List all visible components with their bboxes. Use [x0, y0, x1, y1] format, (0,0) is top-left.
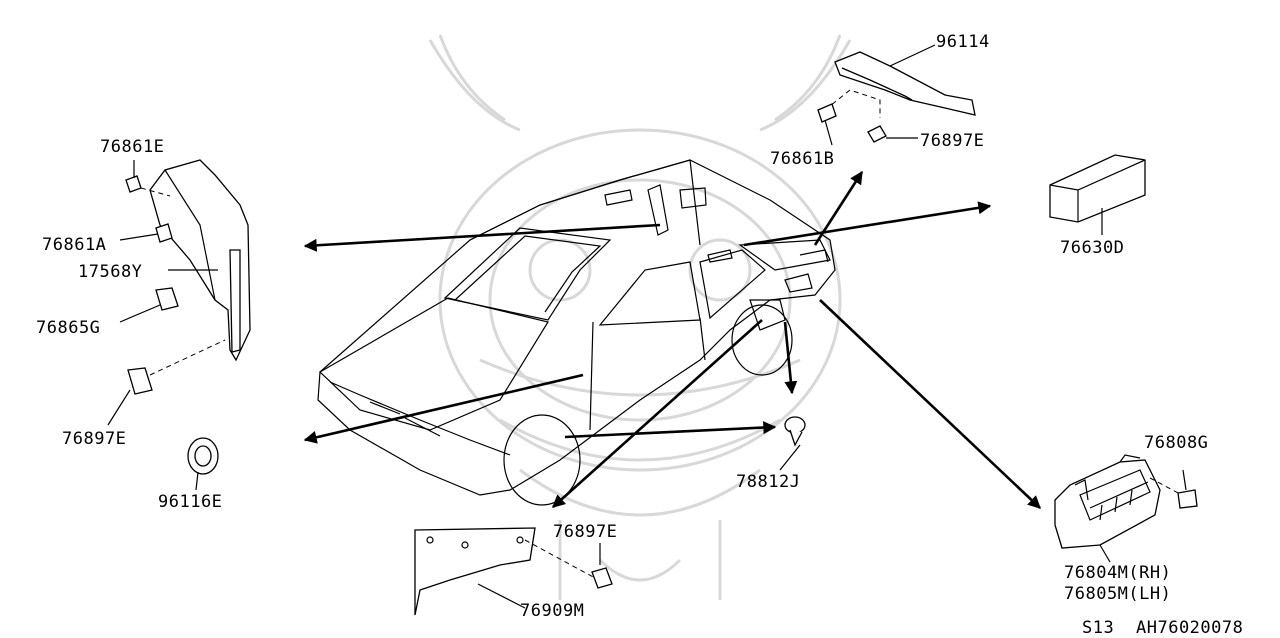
pointer-arrows [303, 170, 1041, 509]
label-76804M: 76804M(RH) [1064, 563, 1171, 583]
label-76897E-bottom: 76897E [553, 522, 617, 542]
part-left-bracket-group [107, 159, 251, 491]
part-labels: 96114 76861B 76897E 76630D 76861E 76861A… [36, 32, 1208, 621]
label-76865G: 76865G [36, 318, 100, 338]
label-96116E: 96116E [158, 492, 222, 512]
label-76805M: 76805M(LH) [1064, 584, 1171, 604]
label-96114: 96114 [936, 32, 990, 52]
model-code: S13 [1082, 618, 1114, 638]
label-76630D: 76630D [1060, 238, 1124, 258]
label-76861A: 76861A [42, 235, 106, 255]
label-76808G: 76808G [1144, 433, 1208, 453]
label-17568Y: 17568Y [78, 262, 142, 282]
part-78812J [779, 416, 806, 471]
part-76630D [1049, 154, 1146, 235]
label-76861E: 76861E [100, 137, 164, 157]
label-76897E-left: 76897E [62, 429, 126, 449]
label-76861B: 76861B [770, 149, 834, 169]
label-78812J: 78812J [736, 472, 800, 492]
label-76897E-top: 76897E [920, 131, 984, 151]
car-illustration [317, 159, 836, 506]
label-76909M: 76909M [520, 601, 584, 621]
part-76804M-76805M [1054, 454, 1198, 563]
watermark-logo [428, 34, 852, 600]
diagram-code: AH76020078 [1136, 618, 1243, 638]
part-96114-group [817, 44, 976, 146]
diagram-footer: S13 AH76020078 [1082, 618, 1243, 638]
part-76909M [414, 527, 613, 616]
